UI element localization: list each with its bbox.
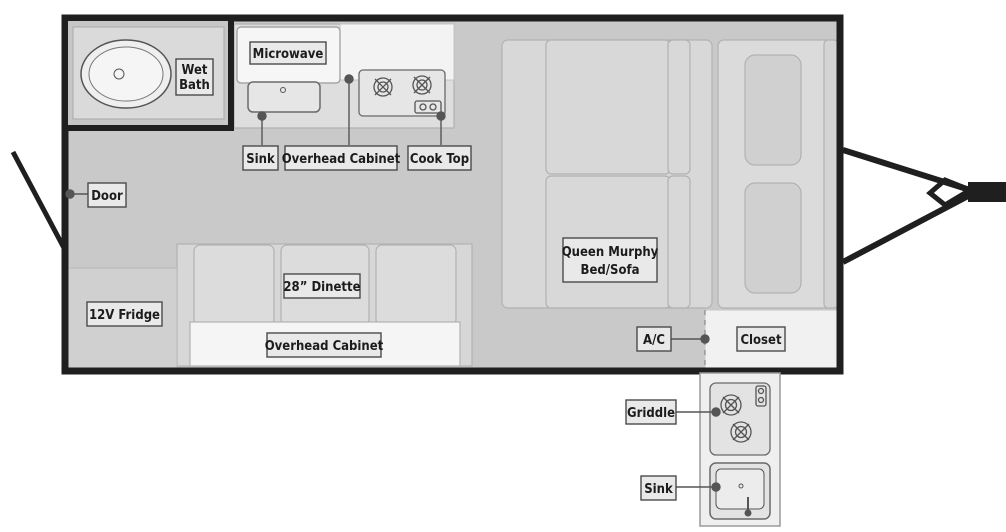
sink-label: Sink — [246, 152, 275, 167]
trailer-hitch — [841, 147, 1006, 265]
door-label: Door — [91, 189, 123, 204]
labels: Wet Bath Microwave Sink Overhead Cabinet… — [89, 47, 782, 497]
cook-top — [358, 69, 446, 117]
bed-label-line1: Queen Murphy — [562, 245, 659, 260]
ac-label: A/C — [643, 333, 665, 348]
closet-label: Closet — [740, 333, 782, 348]
griddle-label: Griddle — [627, 406, 675, 421]
outdoor-sink-label: Sink — [644, 482, 673, 497]
wet-bath-label-line1: Wet — [182, 63, 208, 78]
wet-bath-label-line2: Bath — [179, 78, 210, 93]
toilet-icon — [80, 39, 172, 109]
murphy-bed — [501, 39, 839, 309]
griddle-icon — [709, 382, 771, 456]
overhead-cabinet-dinette-label: Overhead Cabinet — [265, 339, 384, 354]
dinette-label: 28” Dinette — [283, 280, 360, 295]
outdoor-sink-icon — [709, 462, 771, 520]
cook-top-label: Cook Top — [410, 152, 469, 167]
leader-lines — [65, 74, 721, 492]
trailer-wall — [61, 14, 844, 375]
microwave-label: Microwave — [253, 47, 324, 62]
label-boxes — [86, 41, 786, 501]
bed-label-line2: Bed/Sofa — [581, 263, 640, 278]
overhead-cabinet-kitchen-label: Overhead Cabinet — [282, 152, 401, 167]
door-swing — [10, 150, 67, 250]
kitchen-sink — [247, 81, 321, 113]
fridge-label: 12V Fridge — [89, 308, 160, 323]
